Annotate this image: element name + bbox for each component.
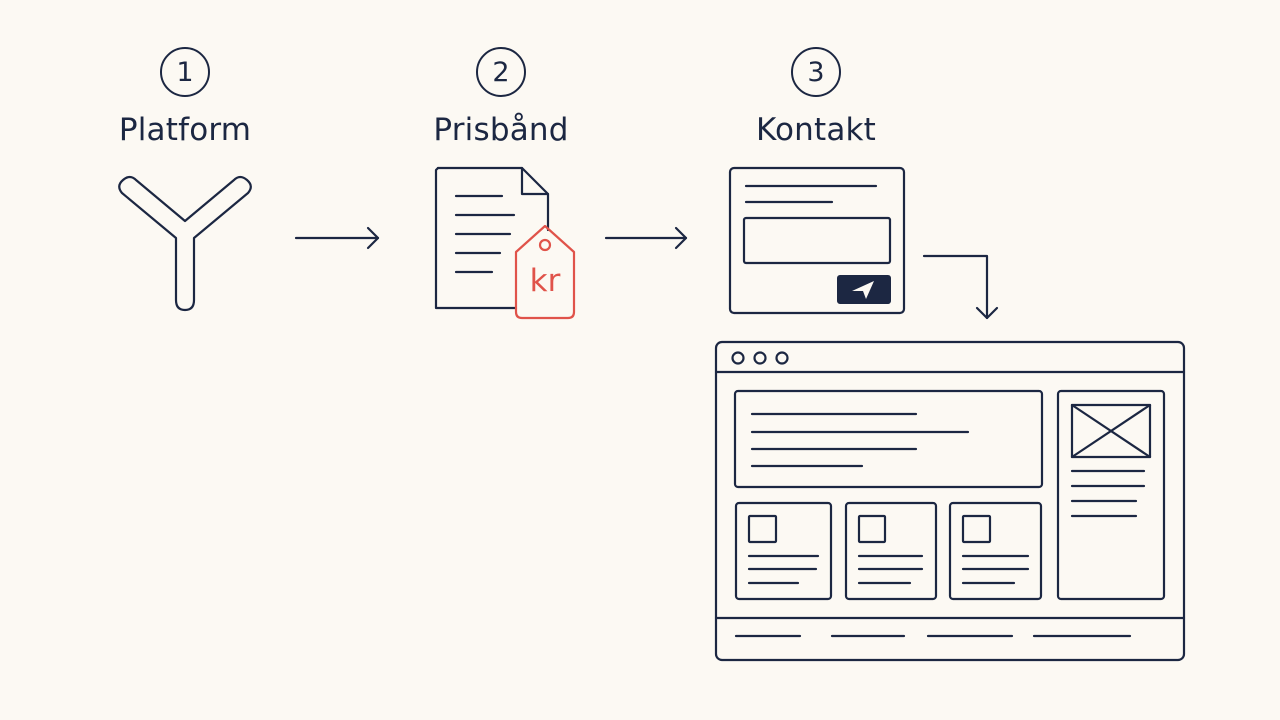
price-document-icon [434,166,550,310]
arrow-1-to-2 [294,226,380,250]
step-3-label: Kontakt [755,112,877,148]
price-tag-icon [514,224,576,320]
arrow-3-to-website [922,254,999,320]
y-logo-icon [118,175,252,312]
step-2-label: Prisbånd [433,112,569,148]
step-3-number: 3 [791,47,841,97]
arrow-2-to-3 [604,226,688,250]
contact-form-icon [728,166,906,315]
website-wireframe-icon [714,340,1186,662]
step-2-number: 2 [476,47,526,97]
price-tag-text: kr [529,263,561,299]
step-1-label: Platform [118,112,252,148]
step-1-number: 1 [160,47,210,97]
send-button-icon [837,275,891,304]
